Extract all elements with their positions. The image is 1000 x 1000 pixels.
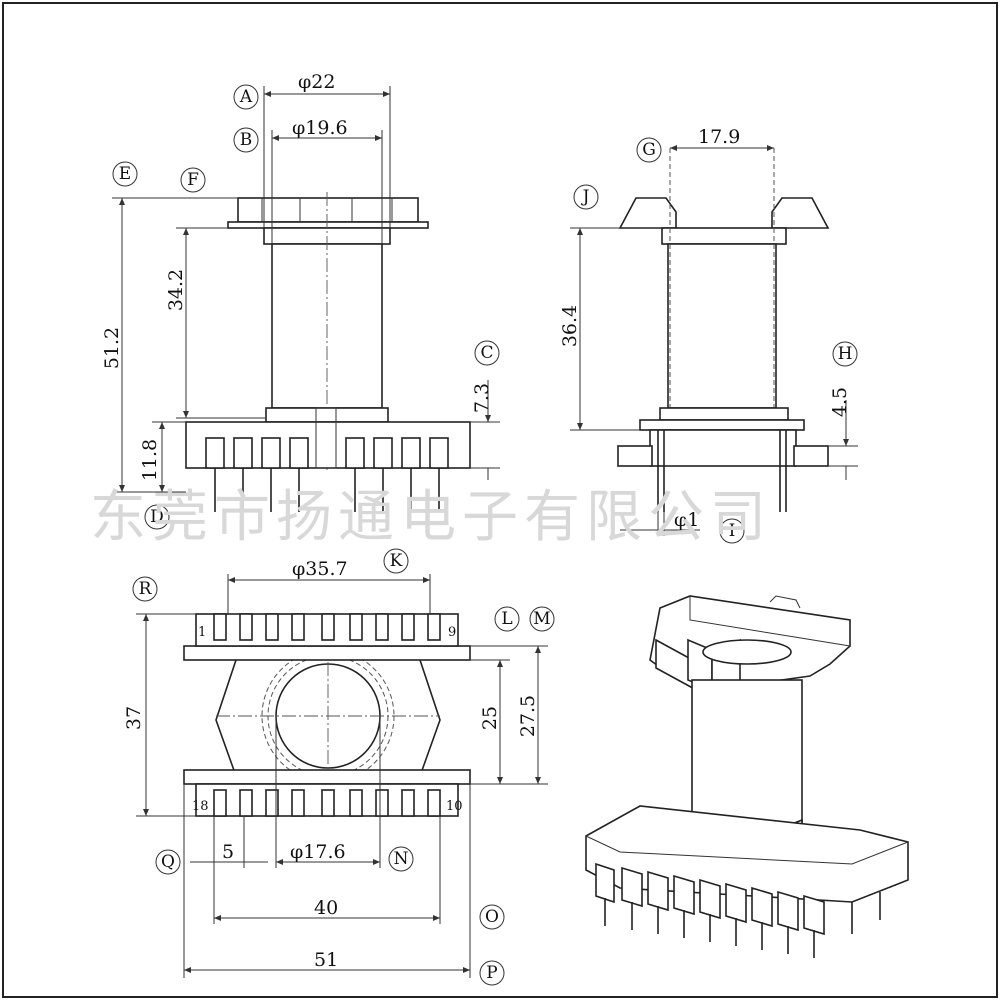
dim-pin-offset: 7.3 — [471, 383, 493, 413]
svg-text:P: P — [486, 963, 497, 983]
dim-total-height: 51.2 — [101, 327, 123, 369]
bottom-view: 1 9 18 10 φ35.7 37 25 27.5 5 φ17.6 — [123, 548, 555, 986]
svg-text:G: G — [642, 140, 656, 160]
dim-inner-depth: 25 — [479, 706, 501, 730]
callout-p: P — [479, 960, 505, 986]
side-view: 17.9 36.4 4.5 φ1 G H I J — [559, 126, 858, 544]
callout-d: D — [144, 504, 170, 530]
dim-base-height: 11.8 — [139, 439, 161, 481]
dim-pin-length: 4.5 — [829, 387, 851, 417]
dim-bobbin-height: 34.2 — [165, 269, 187, 311]
dim-pin-pitch: 5 — [222, 841, 234, 863]
svg-text:A: A — [239, 87, 253, 107]
callout-n: N — [388, 846, 414, 872]
pin-number-first-top: 1 — [198, 625, 206, 640]
svg-text:D: D — [150, 507, 164, 527]
dim-side-width: 17.9 — [698, 126, 740, 148]
svg-text:J: J — [581, 187, 590, 207]
dim-side-height: 36.4 — [559, 305, 581, 347]
callout-k: K — [383, 548, 409, 574]
pin-number-last-top: 9 — [448, 625, 456, 640]
callout-q: Q — [155, 849, 181, 875]
dim-pin-span: 40 — [314, 897, 338, 919]
svg-text:I: I — [729, 521, 736, 541]
dim-pin-diameter: φ1 — [674, 509, 699, 531]
callout-l: L — [494, 606, 520, 632]
pin-number-first-bottom: 18 — [192, 799, 209, 814]
svg-text:B: B — [240, 130, 253, 150]
company-watermark: 东莞市扬通电子有限公司 — [90, 485, 772, 550]
callout-j: J — [573, 184, 599, 210]
callout-h: H — [832, 341, 858, 367]
svg-text:K: K — [390, 551, 403, 571]
svg-text:F: F — [187, 170, 199, 190]
svg-text:Q: Q — [161, 852, 175, 872]
callout-b: B — [233, 127, 259, 153]
callout-c: C — [474, 340, 500, 366]
dim-flange-width: φ35.7 — [292, 558, 348, 580]
callout-i: I — [719, 518, 745, 544]
dim-overall-length: 51 — [314, 949, 338, 971]
callout-f: F — [180, 167, 206, 193]
callout-m: M — [529, 606, 555, 632]
dim-inner-diameter: φ19.6 — [292, 117, 348, 139]
pin-number-last-bottom: 10 — [446, 799, 463, 814]
svg-text:M: M — [533, 609, 550, 629]
svg-text:L: L — [501, 609, 512, 629]
dim-row-spacing: 27.5 — [517, 695, 539, 737]
callout-o: O — [479, 904, 505, 930]
svg-text:C: C — [480, 343, 493, 363]
callout-g: G — [636, 137, 662, 163]
svg-text:N: N — [394, 849, 409, 869]
callout-a: A — [233, 84, 259, 110]
isometric-view — [585, 595, 909, 958]
callout-e: E — [112, 161, 138, 187]
dim-outer-diameter: φ22 — [298, 71, 335, 93]
svg-text:H: H — [838, 344, 853, 364]
dim-core-diameter: φ17.6 — [290, 841, 346, 863]
svg-text:E: E — [119, 164, 131, 184]
dim-bottom-depth: 37 — [123, 706, 145, 730]
callout-r: R — [132, 576, 158, 602]
svg-text:O: O — [485, 907, 499, 927]
svg-text:R: R — [139, 579, 153, 599]
front-view: φ22 φ19.6 51.2 34.2 11.8 7.3 A B C D E F — [101, 71, 500, 530]
